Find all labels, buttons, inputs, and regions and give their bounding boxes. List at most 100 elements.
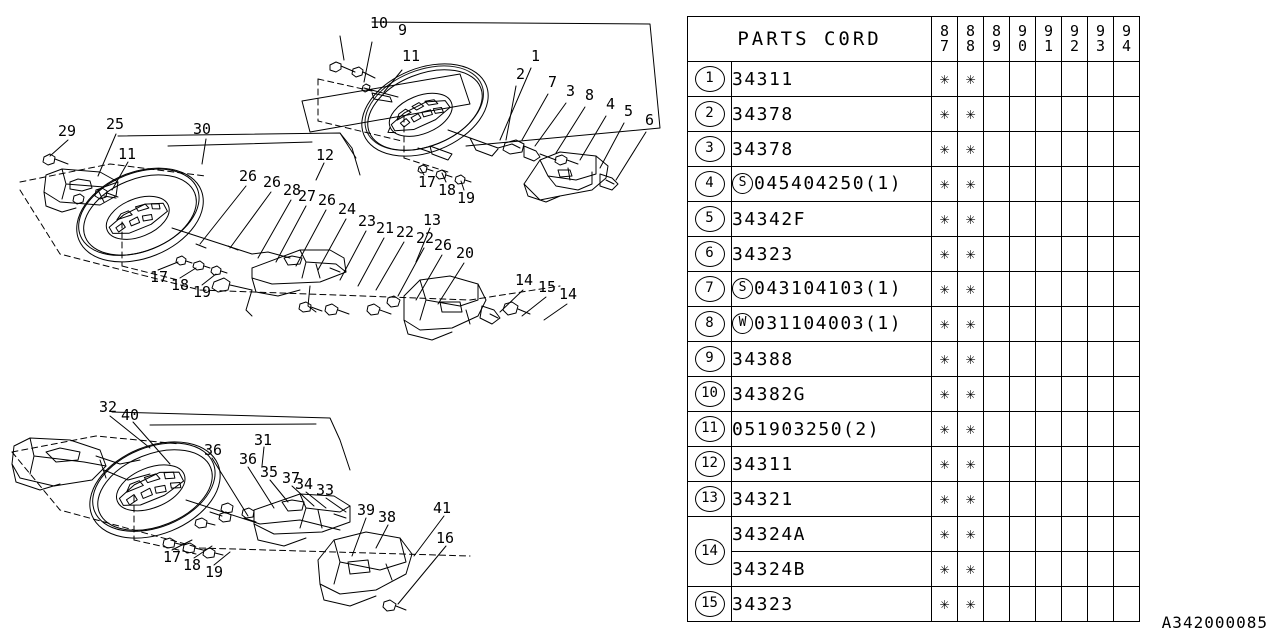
availability-cell-92[interactable] <box>1061 481 1089 517</box>
availability-cell-88[interactable]: ✳ <box>957 446 985 482</box>
availability-cell-89[interactable] <box>983 446 1011 482</box>
part-number-cell[interactable]: 34321 <box>730 481 933 517</box>
availability-cell-90[interactable] <box>1009 166 1037 202</box>
availability-cell-93[interactable] <box>1087 341 1115 377</box>
availability-cell-92[interactable] <box>1061 586 1089 622</box>
availability-cell-89[interactable] <box>983 131 1011 167</box>
availability-cell-94[interactable] <box>1113 306 1141 342</box>
availability-cell-87[interactable]: ✳ <box>931 61 959 97</box>
availability-cell-87[interactable]: ✳ <box>931 446 959 482</box>
availability-cell-89[interactable] <box>983 271 1011 307</box>
availability-cell-91[interactable] <box>1035 481 1063 517</box>
availability-cell-87[interactable]: ✳ <box>931 481 959 517</box>
availability-cell-87[interactable]: ✳ <box>931 131 959 167</box>
part-number-cell[interactable]: 34311 <box>730 61 933 97</box>
availability-cell-92[interactable] <box>1061 306 1089 342</box>
part-number-cell[interactable]: 34382G <box>730 376 933 412</box>
availability-cell-93[interactable] <box>1087 131 1115 167</box>
availability-cell-92[interactable] <box>1061 516 1089 552</box>
availability-cell-87[interactable]: ✳ <box>931 586 959 622</box>
availability-cell-89[interactable] <box>983 376 1011 412</box>
availability-cell-91[interactable] <box>1035 236 1063 272</box>
availability-cell-87[interactable]: ✳ <box>931 271 959 307</box>
availability-cell-91[interactable] <box>1035 551 1063 587</box>
availability-cell-94[interactable] <box>1113 481 1141 517</box>
availability-cell-93[interactable] <box>1087 201 1115 237</box>
availability-cell-93[interactable] <box>1087 271 1115 307</box>
availability-cell-91[interactable] <box>1035 131 1063 167</box>
availability-cell-88[interactable]: ✳ <box>957 411 985 447</box>
availability-cell-94[interactable] <box>1113 341 1141 377</box>
availability-cell-90[interactable] <box>1009 131 1037 167</box>
availability-cell-94[interactable] <box>1113 586 1141 622</box>
availability-cell-93[interactable] <box>1087 516 1115 552</box>
availability-cell-92[interactable] <box>1061 376 1089 412</box>
availability-cell-90[interactable] <box>1009 551 1037 587</box>
availability-cell-91[interactable] <box>1035 166 1063 202</box>
availability-cell-94[interactable] <box>1113 376 1141 412</box>
availability-cell-90[interactable] <box>1009 61 1037 97</box>
availability-cell-90[interactable] <box>1009 516 1037 552</box>
availability-cell-90[interactable] <box>1009 201 1037 237</box>
availability-cell-94[interactable] <box>1113 131 1141 167</box>
availability-cell-88[interactable]: ✳ <box>957 271 985 307</box>
availability-cell-90[interactable] <box>1009 376 1037 412</box>
availability-cell-92[interactable] <box>1061 411 1089 447</box>
availability-cell-90[interactable] <box>1009 481 1037 517</box>
availability-cell-94[interactable] <box>1113 411 1141 447</box>
availability-cell-93[interactable] <box>1087 306 1115 342</box>
availability-cell-88[interactable]: ✳ <box>957 61 985 97</box>
availability-cell-94[interactable] <box>1113 516 1141 552</box>
availability-cell-92[interactable] <box>1061 166 1089 202</box>
availability-cell-87[interactable]: ✳ <box>931 516 959 552</box>
part-number-cell[interactable]: 34324B <box>730 551 933 587</box>
part-number-cell[interactable]: 34323 <box>730 236 933 272</box>
availability-cell-89[interactable] <box>983 201 1011 237</box>
availability-cell-92[interactable] <box>1061 446 1089 482</box>
availability-cell-89[interactable] <box>983 306 1011 342</box>
availability-cell-89[interactable] <box>983 586 1011 622</box>
part-number-cell[interactable]: 34388 <box>730 341 933 377</box>
availability-cell-91[interactable] <box>1035 516 1063 552</box>
availability-cell-91[interactable] <box>1035 586 1063 622</box>
availability-cell-90[interactable] <box>1009 341 1037 377</box>
part-number-cell[interactable]: 34323 <box>730 586 933 622</box>
availability-cell-88[interactable]: ✳ <box>957 306 985 342</box>
availability-cell-90[interactable] <box>1009 446 1037 482</box>
availability-cell-88[interactable]: ✳ <box>957 236 985 272</box>
availability-cell-92[interactable] <box>1061 236 1089 272</box>
availability-cell-91[interactable] <box>1035 446 1063 482</box>
availability-cell-88[interactable]: ✳ <box>957 201 985 237</box>
availability-cell-89[interactable] <box>983 551 1011 587</box>
availability-cell-92[interactable] <box>1061 271 1089 307</box>
availability-cell-94[interactable] <box>1113 166 1141 202</box>
availability-cell-91[interactable] <box>1035 201 1063 237</box>
availability-cell-92[interactable] <box>1061 551 1089 587</box>
availability-cell-88[interactable]: ✳ <box>957 551 985 587</box>
availability-cell-92[interactable] <box>1061 341 1089 377</box>
availability-cell-94[interactable] <box>1113 446 1141 482</box>
availability-cell-93[interactable] <box>1087 166 1115 202</box>
availability-cell-91[interactable] <box>1035 61 1063 97</box>
availability-cell-88[interactable]: ✳ <box>957 481 985 517</box>
availability-cell-93[interactable] <box>1087 411 1115 447</box>
availability-cell-87[interactable]: ✳ <box>931 411 959 447</box>
availability-cell-87[interactable]: ✳ <box>931 236 959 272</box>
availability-cell-87[interactable]: ✳ <box>931 551 959 587</box>
availability-cell-87[interactable]: ✳ <box>931 341 959 377</box>
availability-cell-88[interactable]: ✳ <box>957 341 985 377</box>
availability-cell-90[interactable] <box>1009 236 1037 272</box>
availability-cell-87[interactable]: ✳ <box>931 166 959 202</box>
availability-cell-91[interactable] <box>1035 411 1063 447</box>
availability-cell-91[interactable] <box>1035 96 1063 132</box>
availability-cell-89[interactable] <box>983 166 1011 202</box>
part-number-cell[interactable]: 34324A <box>730 516 933 552</box>
availability-cell-94[interactable] <box>1113 236 1141 272</box>
availability-cell-88[interactable]: ✳ <box>957 376 985 412</box>
availability-cell-93[interactable] <box>1087 61 1115 97</box>
availability-cell-94[interactable] <box>1113 271 1141 307</box>
availability-cell-93[interactable] <box>1087 376 1115 412</box>
